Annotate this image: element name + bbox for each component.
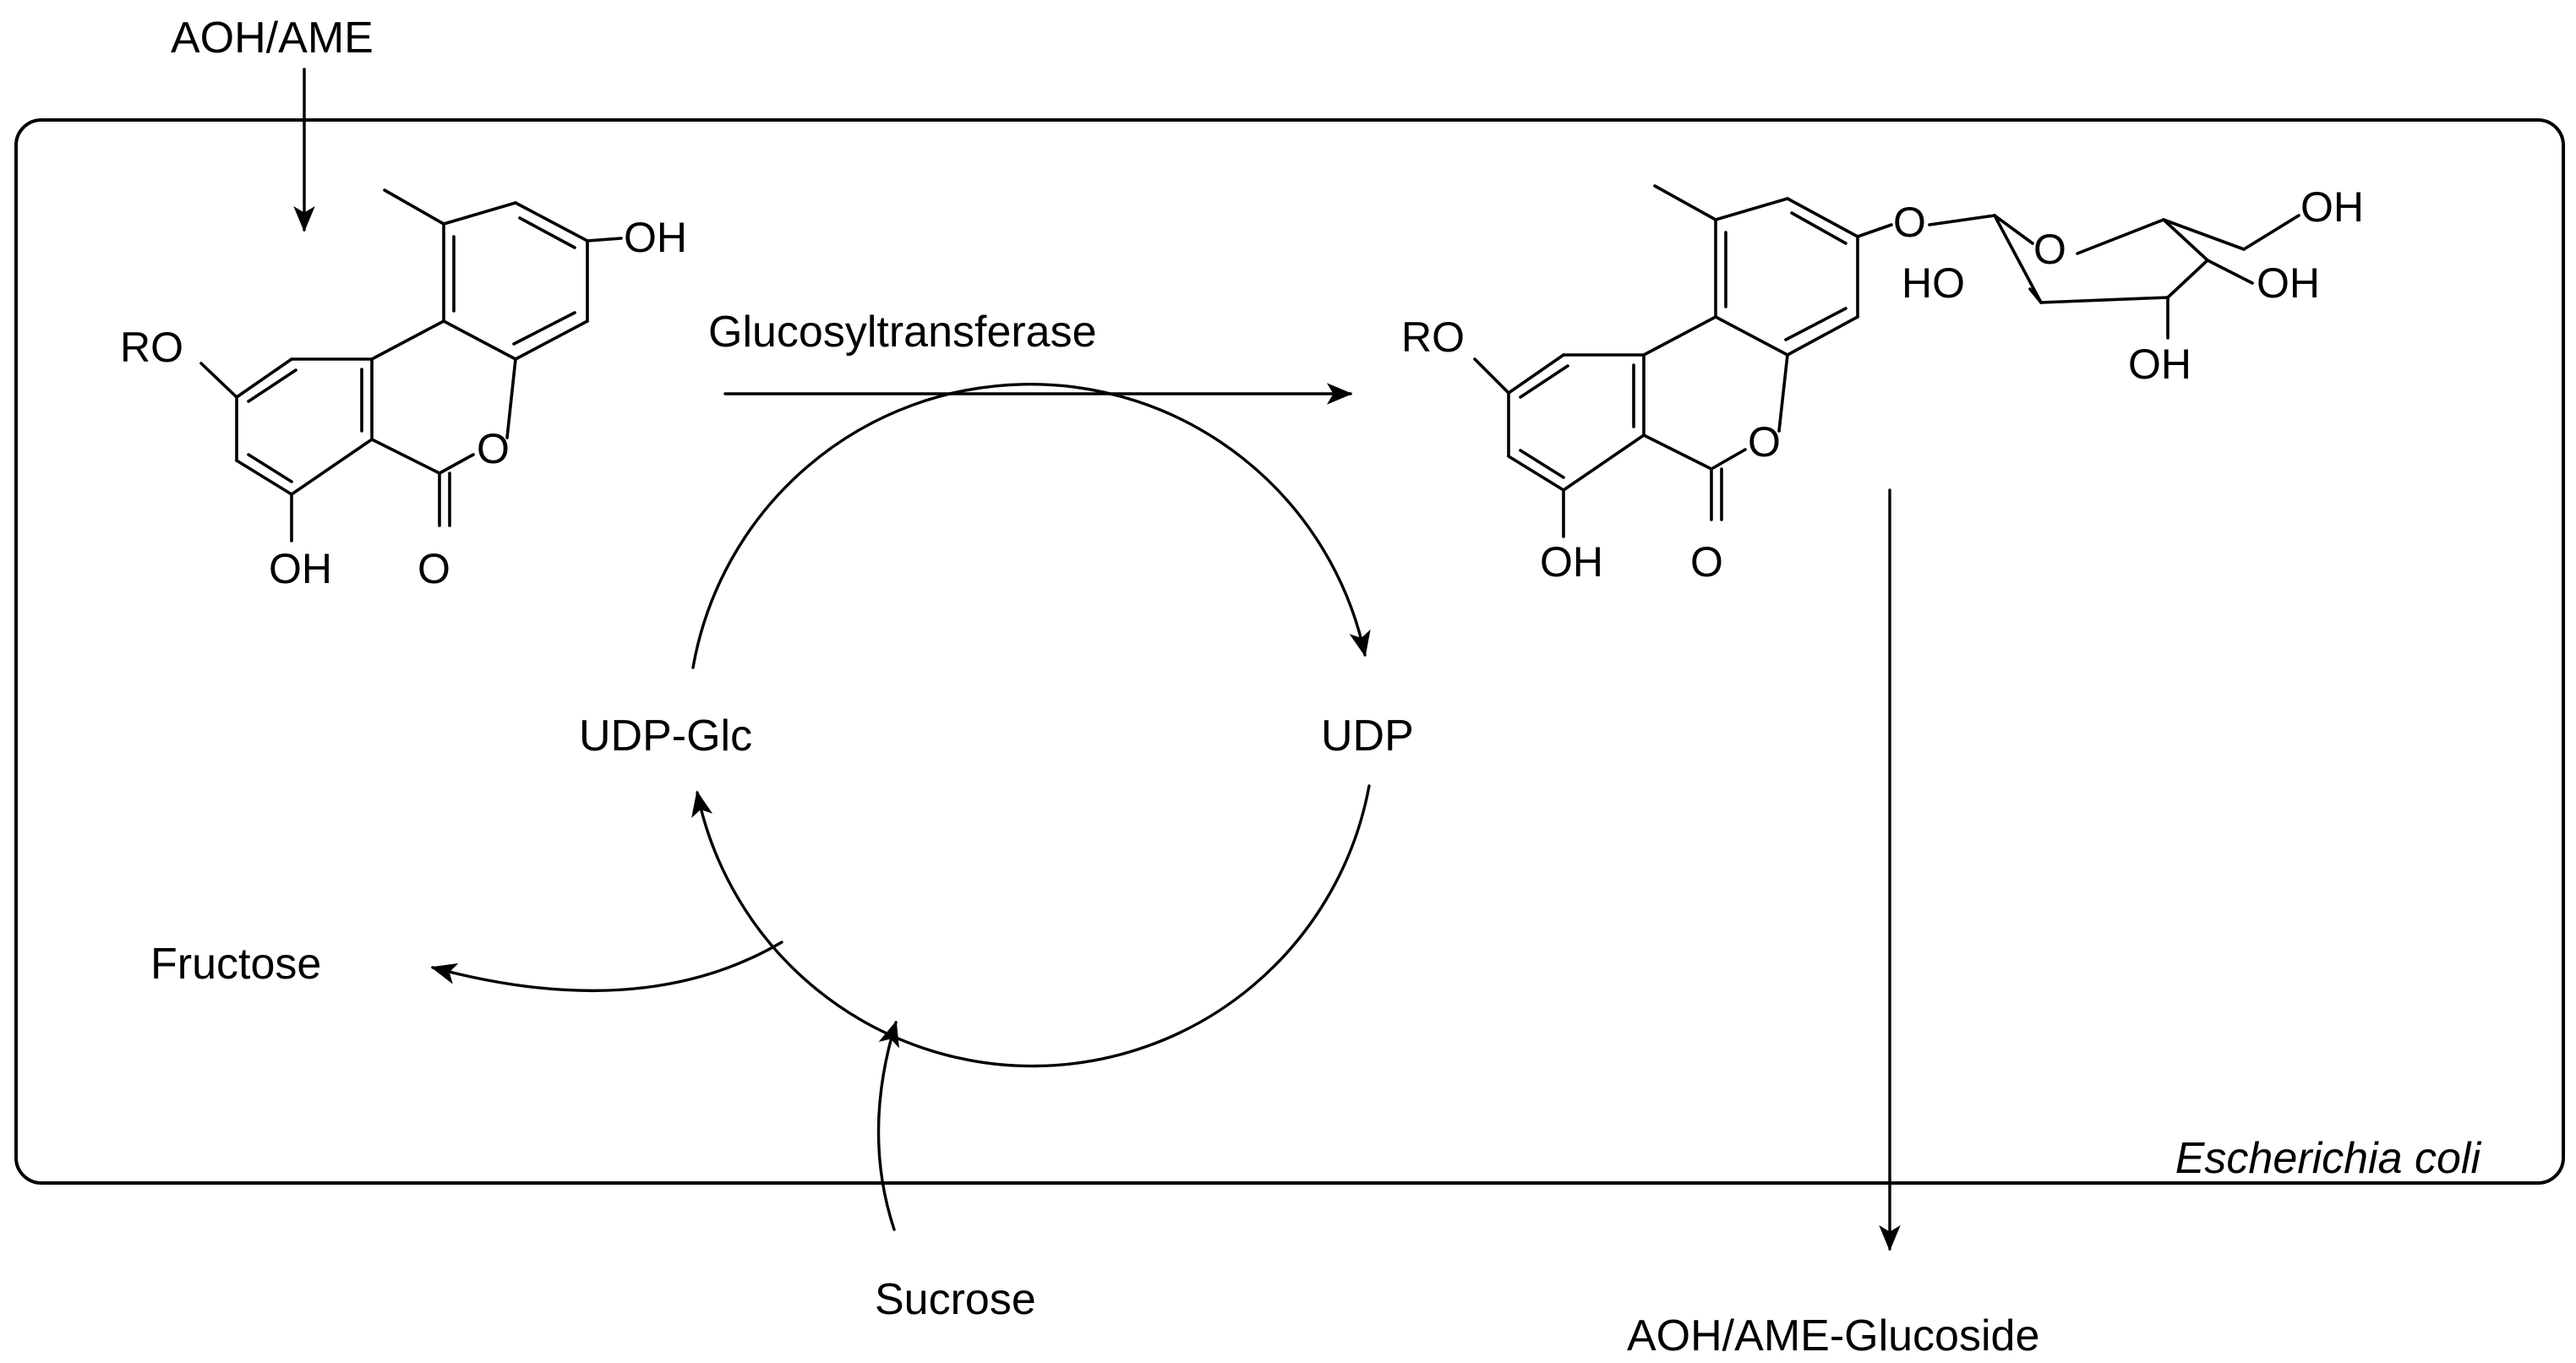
oh-glucose-c6: OH [2300,183,2364,231]
host-cell-boundary [14,118,2565,1185]
released-label: UDP [1321,711,1414,761]
o-product-ring: O [1748,418,1781,466]
host-label: Escherichia coli [2175,1134,2482,1183]
substrate-label: AOH/AME [171,14,374,63]
sucrose-feed-arrow [876,1020,899,1231]
cycle-arc-lower [691,784,1371,1068]
product-label: AOH/AME-Glucoside [1627,1311,2039,1360]
oh-substrate-lower: OH [269,545,332,592]
fructose-release-arrow [430,940,783,993]
oh-product-lower: OH [1540,538,1603,586]
substrate-structure: OH RO O OH O [120,188,687,592]
cycle-arc-upper [691,383,1371,669]
product-structure: O O OH HO OH OH RO O OH O [1401,183,2364,586]
o-glucose-ring: O [2033,226,2066,273]
oh-substrate-upper: OH [624,214,687,261]
ro-product: RO [1401,313,1465,361]
o-glycosidic: O [1893,199,1926,246]
o-substrate-carbonyl: O [418,545,450,592]
ro-substrate: RO [120,324,183,371]
oh-glucose-c4: OH [2257,259,2320,307]
feed-label: Sucrose [875,1275,1036,1324]
byproduct-label: Fructose [150,940,321,989]
ho-glucose-c2: HO [1902,259,1965,307]
enzyme-label: Glucosyltransferase [708,308,1097,357]
o-product-carbonyl: O [1690,538,1723,586]
o-substrate-ring: O [477,425,510,472]
donor-label: UDP-Glc [579,711,752,761]
oh-glucose-c3: OH [2128,341,2191,388]
